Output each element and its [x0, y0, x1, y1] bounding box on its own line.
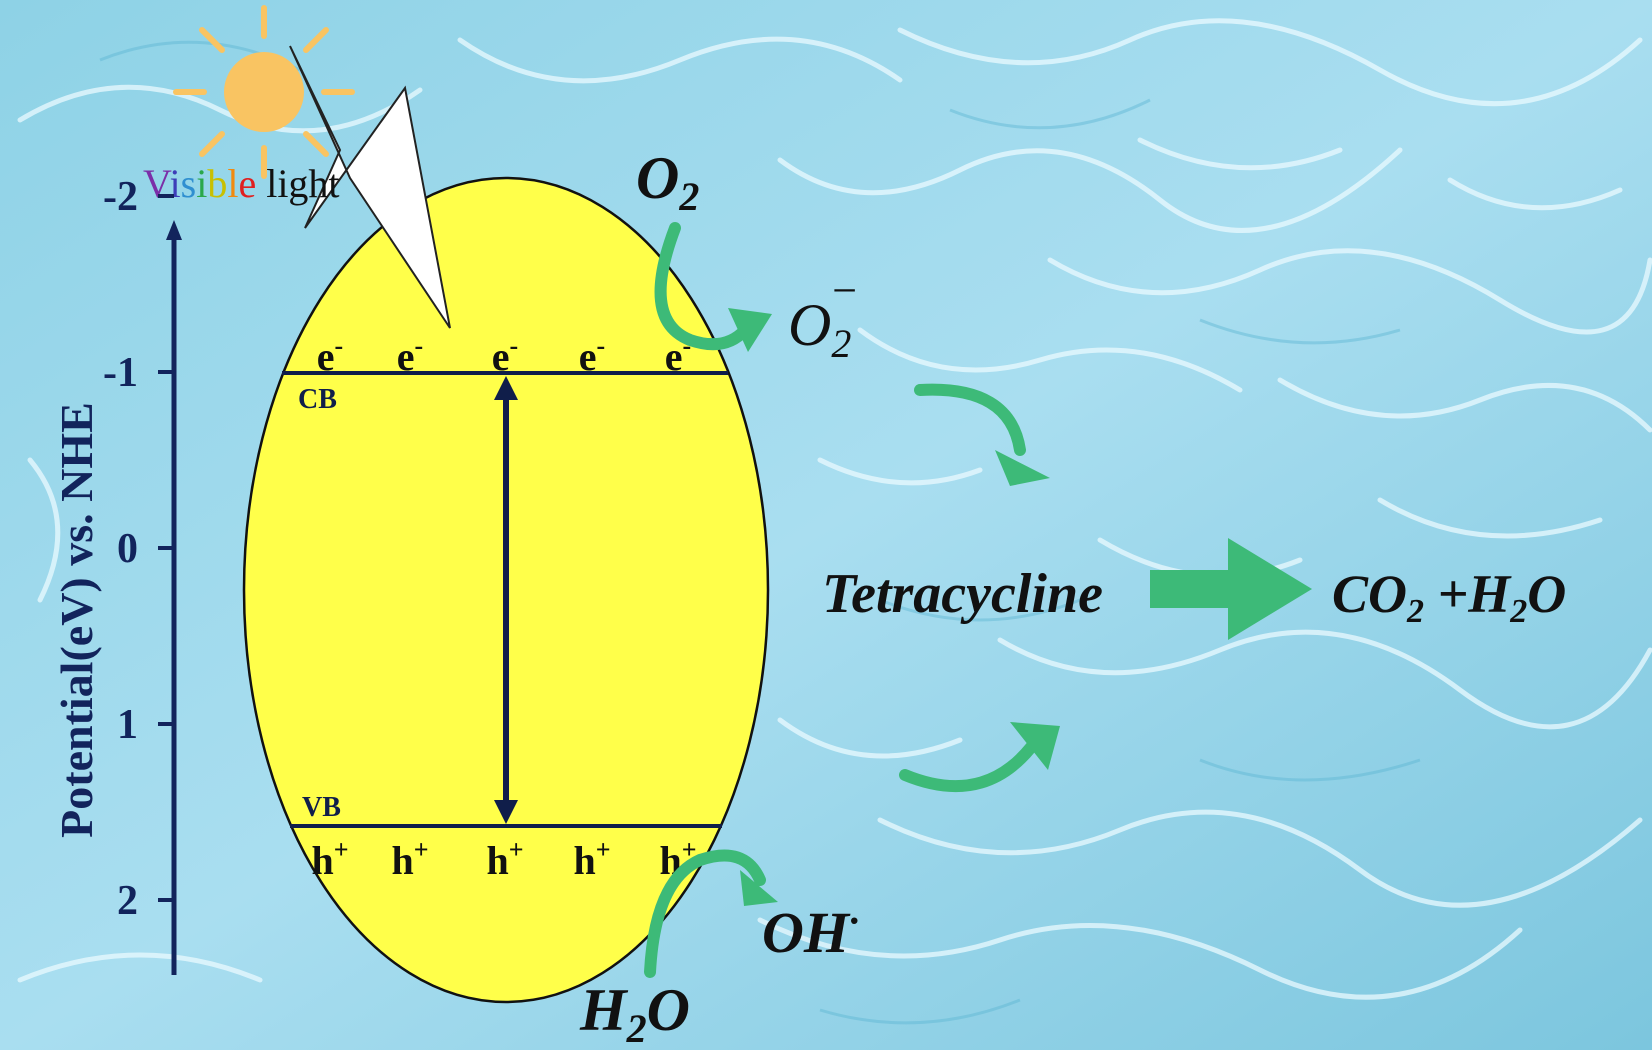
visible-light-letter: i	[196, 161, 207, 206]
electron: e-	[492, 331, 518, 379]
visible-light-letter: V	[143, 161, 172, 206]
hole: h+	[311, 835, 348, 883]
o2-arrowhead-icon	[728, 308, 772, 352]
vb-label: VB	[302, 792, 341, 823]
visible-light-letter: s	[181, 161, 197, 206]
electron: e-	[397, 331, 423, 379]
visible-light-letter: l	[227, 161, 238, 206]
cb-label: CB	[298, 384, 337, 415]
hydroxyl-radical-label: OH·	[762, 898, 859, 965]
h2o-oxidation-arrow	[644, 849, 766, 978]
hole-row: h+h+h+h+h+	[311, 835, 696, 883]
superoxide-attack-arrow	[914, 383, 1026, 456]
hole: h+	[391, 835, 428, 883]
sun-icon	[173, 5, 355, 179]
electron: e-	[317, 331, 343, 379]
axis-tick-label: 2	[117, 878, 138, 924]
superoxide-arrowhead-icon	[995, 450, 1050, 486]
axis-label: Potential(eV) vs. NHE	[51, 402, 102, 838]
products-label: CO2 +H2O	[1332, 564, 1566, 630]
h2o-arrowhead-icon	[740, 870, 778, 906]
hole: h+	[573, 835, 610, 883]
electron: e-	[579, 331, 605, 379]
hydroxyl-arrowhead-icon	[1010, 722, 1060, 770]
reaction-arrows	[644, 222, 1046, 978]
visible-light-letter: b	[207, 161, 227, 206]
visible-light-letter: e	[238, 161, 256, 206]
o2-label: O2	[636, 145, 699, 219]
h2o-label: H2O	[579, 977, 690, 1050]
electron-row: e-e-e-e-e-	[317, 331, 691, 379]
tetracycline-label: Tetracycline	[822, 563, 1103, 625]
hole: h+	[486, 835, 523, 883]
lightning-bolt-icon	[289, 45, 451, 329]
electron: e-	[665, 331, 691, 379]
axis-tick-label: 1	[117, 702, 138, 748]
superoxide-label: O2−	[788, 266, 859, 366]
reaction-arrowheads	[728, 308, 1060, 906]
visible-light-letter: i	[169, 161, 180, 206]
axis-tick-label: -1	[103, 350, 138, 396]
degradation-arrow	[1150, 538, 1312, 640]
visible-light-label: Visible light	[143, 161, 340, 206]
hydroxyl-attack-arrow	[899, 729, 1046, 793]
axis-tick-label: 0	[117, 526, 138, 572]
o2-reduction-arrow	[654, 222, 751, 351]
axis-ticks: -2 -1 0 1 2	[103, 174, 174, 924]
axis-tick-label: -2	[103, 174, 138, 220]
